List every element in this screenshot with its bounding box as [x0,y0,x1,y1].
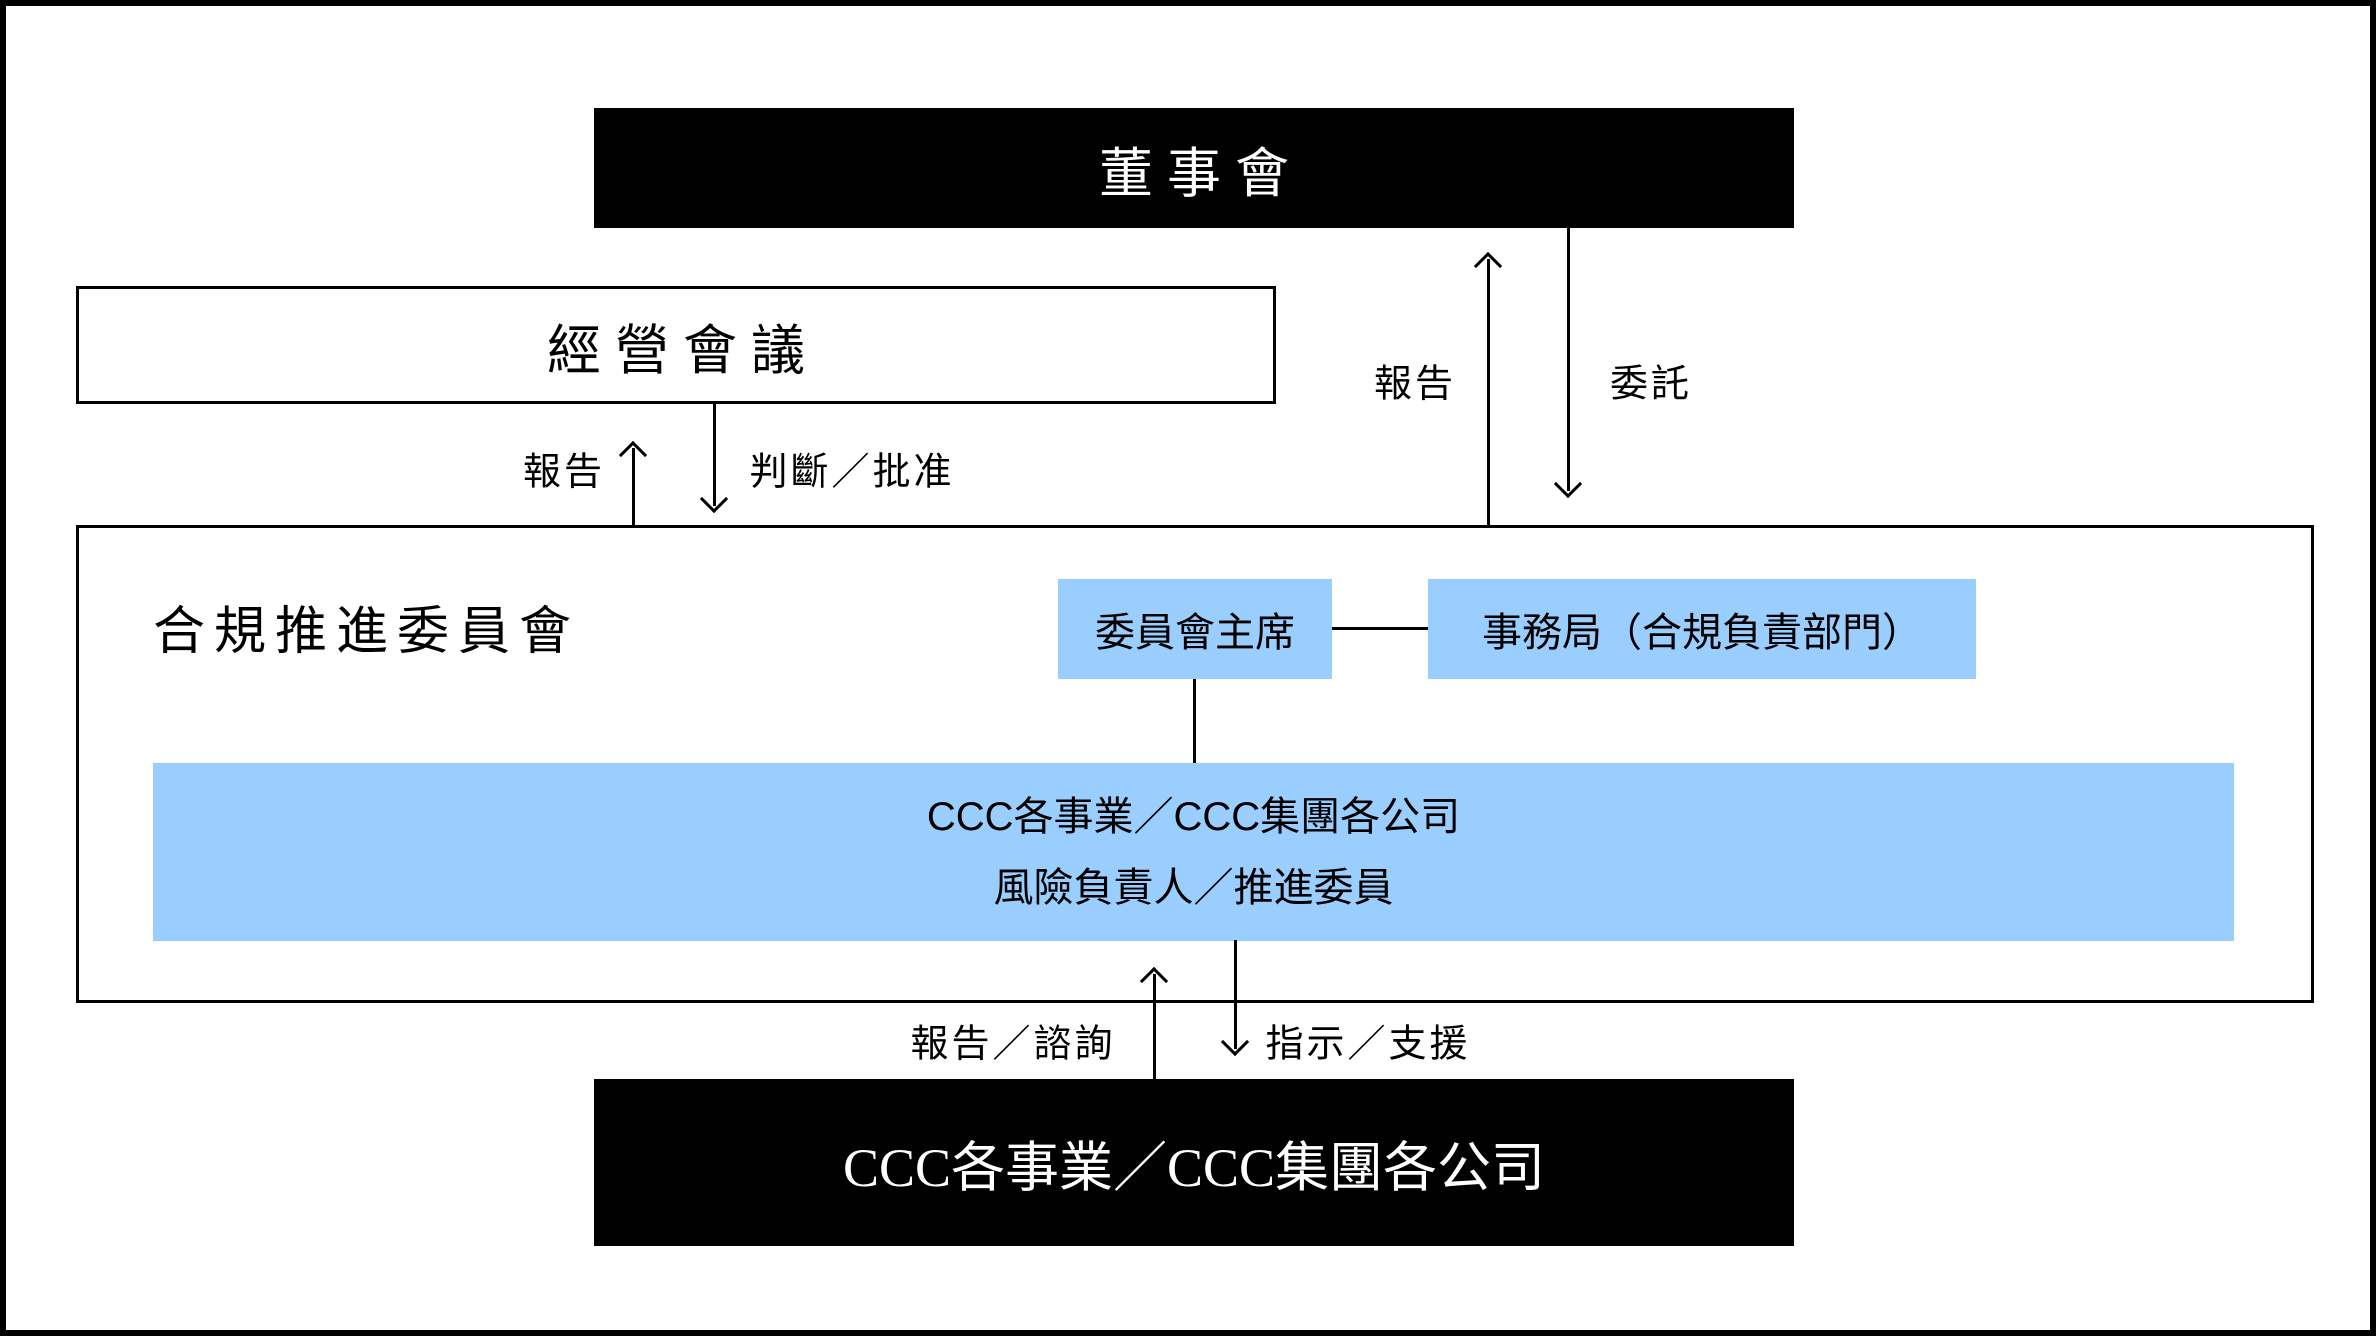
management-meeting-label: 經營會議 [547,320,819,381]
edge-label-report-to-management: 報告 [522,451,606,494]
board-of-directors-box: 董事會 [594,108,1794,228]
board-of-directors-label: 董事會 [1099,143,1303,204]
secretariat-box: 事務局（合規負責部門） [1428,579,1976,679]
arrow-shaft [1486,259,1490,525]
arrow-committee-to-units-icon [1220,940,1250,1054]
committee-members-box: CCC各事業／CCC集團各公司 風險負責人／推進委員 [153,763,2234,941]
compliance-committee-title: 合規推進委員會 [153,604,581,661]
committee-chair-box: 委員會主席 [1058,579,1332,679]
committee-members-line2: 風險負責人／推進委員 [993,865,1394,910]
connector-chair-to-members [1193,679,1196,763]
arrow-shaft [631,448,635,525]
arrow-committee-to-management-icon [618,443,648,525]
edge-label-instruction-support: 指示／支援 [1265,1023,1471,1066]
edge-label-report-consultation: 報告／諮詢 [910,1023,1116,1066]
arrow-management-to-committee-icon [699,403,729,511]
business-units-label: CCC各事業／CCC集團各公司 [842,1138,1546,1198]
management-meeting-box: 經營會議 [76,286,1276,404]
edge-label-delegation: 委託 [1609,363,1693,406]
arrow-shaft [712,403,716,506]
arrow-board-to-committee-icon [1553,227,1583,496]
connector-chair-to-secretariat [1332,627,1428,630]
business-units-box: CCC各事業／CCC集團各公司 [594,1079,1794,1246]
arrow-committee-to-board-icon [1473,254,1503,525]
committee-members-line1: CCC各事業／CCC集團各公司 [926,794,1461,839]
arrow-shaft [1233,940,1237,1049]
edge-label-report-to-board: 報告 [1373,363,1457,406]
secretariat-label: 事務局（合規負責部門） [1482,611,1922,655]
arrow-shaft [1566,227,1570,491]
committee-chair-label: 委員會主席 [1095,611,1295,655]
arrow-units-to-committee-icon [1139,969,1169,1080]
edge-label-decision-approval: 判斷／批准 [749,451,955,494]
arrow-shaft [1152,974,1156,1080]
